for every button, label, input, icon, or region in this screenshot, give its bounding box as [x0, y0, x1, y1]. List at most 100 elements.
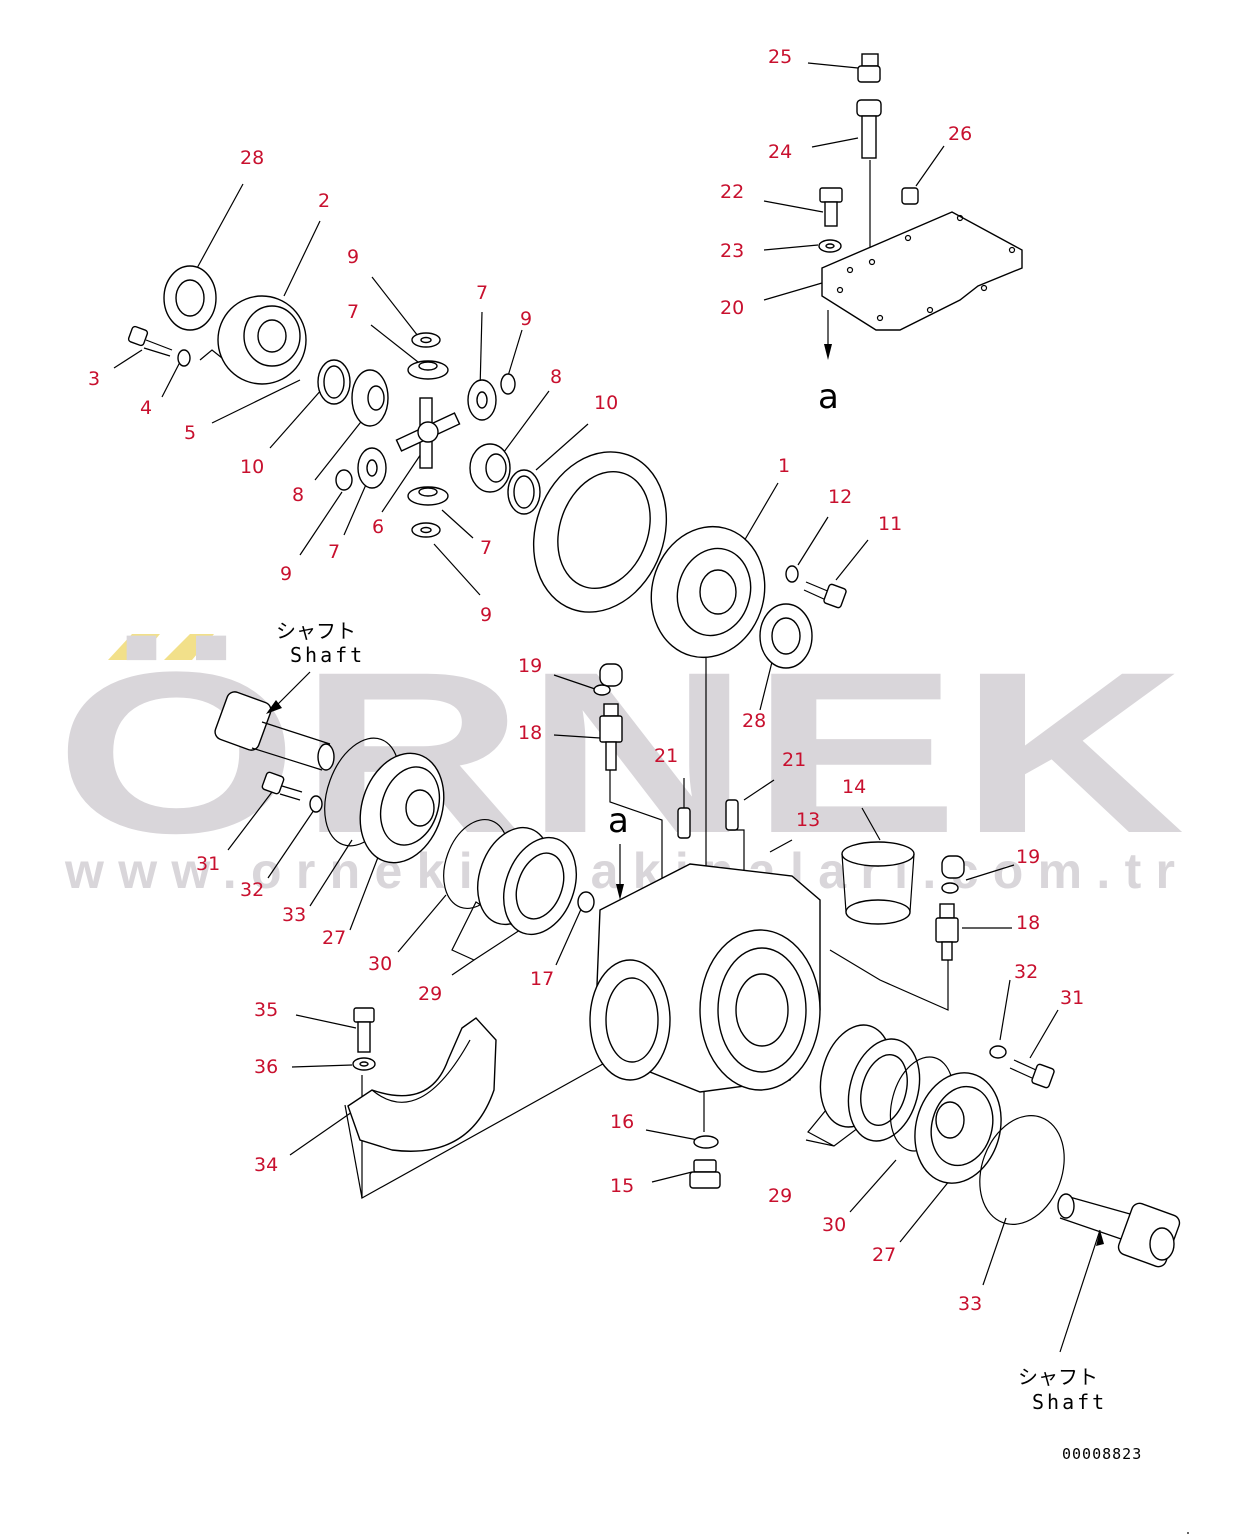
callout-20: 20 [720, 297, 744, 319]
callout-36: 36 [254, 1056, 278, 1078]
part-gear-8-left [351, 369, 389, 427]
callout-9-b: 9 [520, 308, 532, 330]
parts [127, 53, 1181, 1268]
part-pin-21-left [677, 807, 691, 839]
part-gear-7-right [467, 379, 497, 421]
callout-33-right: 33 [958, 1293, 982, 1315]
callout-28-top: 28 [240, 147, 264, 169]
part-case-2 [217, 295, 307, 385]
part-sensor-18-right [935, 903, 959, 961]
callout-16: 16 [610, 1111, 634, 1133]
part-cap-19-right [941, 855, 965, 894]
part-pipe-24 [856, 99, 882, 159]
part-cap-19-top [593, 663, 623, 696]
part-carrier-27-right [914, 1072, 1002, 1184]
part-gear-7-left [357, 447, 387, 489]
part-washer-9-bottom [411, 522, 441, 538]
callout-19-right: 19 [1016, 846, 1040, 868]
shaft-arrow-left [266, 671, 311, 714]
part-washer-32-right [989, 1045, 1007, 1059]
part-gear-7-top [407, 360, 449, 380]
callout-35: 35 [254, 999, 278, 1021]
view-marker-top: a [818, 377, 839, 417]
part-housing-13 [589, 863, 821, 1093]
part-sensor-18-top [599, 703, 623, 771]
part-bolt-31-right [1009, 1059, 1055, 1089]
part-plug-17 [577, 891, 595, 913]
part-washer-36 [352, 1057, 376, 1071]
part-washer-9-top [411, 332, 441, 348]
callout-17: 17 [530, 968, 554, 990]
part-washer-23 [818, 239, 842, 253]
part-shim-10-right [507, 469, 541, 515]
callout-23: 23 [720, 240, 744, 262]
callout-3: 3 [88, 368, 100, 390]
part-shims-29-right [819, 1024, 921, 1142]
callout-10-a: 10 [594, 392, 618, 414]
callout-11: 11 [878, 513, 902, 535]
part-washer-9-left [335, 469, 353, 491]
callout-9-c: 9 [280, 563, 292, 585]
part-case-1 [650, 525, 766, 659]
callout-6: 6 [372, 516, 384, 538]
callout-21-right: 21 [782, 749, 806, 771]
callout-34: 34 [254, 1154, 278, 1176]
view-arrow-a-top [824, 310, 832, 360]
shaft-label-jp-right: シャフト [1018, 1365, 1098, 1389]
part-washer-9-right [500, 373, 516, 395]
part-oring-16 [693, 1135, 719, 1149]
part-guard-34 [347, 1017, 497, 1152]
callout-12: 12 [828, 486, 852, 508]
part-bolt-11 [803, 581, 847, 609]
part-cover-plate-20 [821, 211, 1023, 331]
watermark-accent-left [108, 634, 160, 660]
callout-32-right: 32 [1014, 961, 1038, 983]
callout-31-left: 31 [196, 853, 220, 875]
callout-13: 13 [796, 809, 820, 831]
part-shim-10-left [317, 359, 351, 405]
callout-10-b: 10 [240, 456, 264, 478]
part-pin-21-right [725, 799, 739, 831]
callout-8-b: 8 [292, 484, 304, 506]
part-bearing-28-right [759, 603, 813, 669]
callout-19-top: 19 [518, 655, 542, 677]
part-bearing-28-left [163, 265, 217, 331]
shaft-label-en-left: Shaft [290, 643, 365, 667]
callout-7-d: 7 [480, 537, 492, 559]
part-bolt-22 [819, 187, 843, 227]
callout-27-right: 27 [872, 1244, 896, 1266]
callout-25: 25 [768, 46, 792, 68]
part-bolt-31-left [261, 771, 303, 801]
callout-29-right: 29 [768, 1185, 792, 1207]
part-washer-4 [177, 349, 191, 367]
callout-24: 24 [768, 141, 792, 163]
callout-7-c: 7 [328, 541, 340, 563]
view-marker-housing: a [608, 801, 629, 841]
part-washer-12 [785, 565, 799, 583]
part-shims-29-left [477, 826, 577, 936]
view-arrow-a-housing [616, 844, 624, 900]
callout-32-left: 32 [240, 879, 264, 901]
part-bolt-25 [857, 53, 881, 83]
part-bolt-35 [353, 1007, 375, 1053]
callout-21-left: 21 [654, 745, 678, 767]
callout-18-top: 18 [518, 722, 542, 744]
callout-29-left: 29 [418, 983, 442, 1005]
shaft-arrow-right [1096, 1230, 1104, 1246]
part-ring-gear [532, 451, 668, 613]
part-oring-33-right [979, 1115, 1065, 1225]
part-shaft-left [214, 691, 335, 771]
part-collar-14 [841, 841, 915, 925]
watermark-accent-right [164, 634, 214, 660]
part-bolt-3 [127, 325, 173, 357]
part-shaft-right [1057, 1193, 1181, 1268]
callout-26: 26 [948, 123, 972, 145]
callout-15: 15 [610, 1175, 634, 1197]
callout-2: 2 [318, 190, 330, 212]
callout-18-right: 18 [1016, 912, 1040, 934]
callout-7-a: 7 [347, 301, 359, 323]
callout-31-right: 31 [1060, 987, 1084, 1009]
callout-9-d: 9 [480, 604, 492, 626]
part-carrier-27-left [359, 752, 445, 864]
